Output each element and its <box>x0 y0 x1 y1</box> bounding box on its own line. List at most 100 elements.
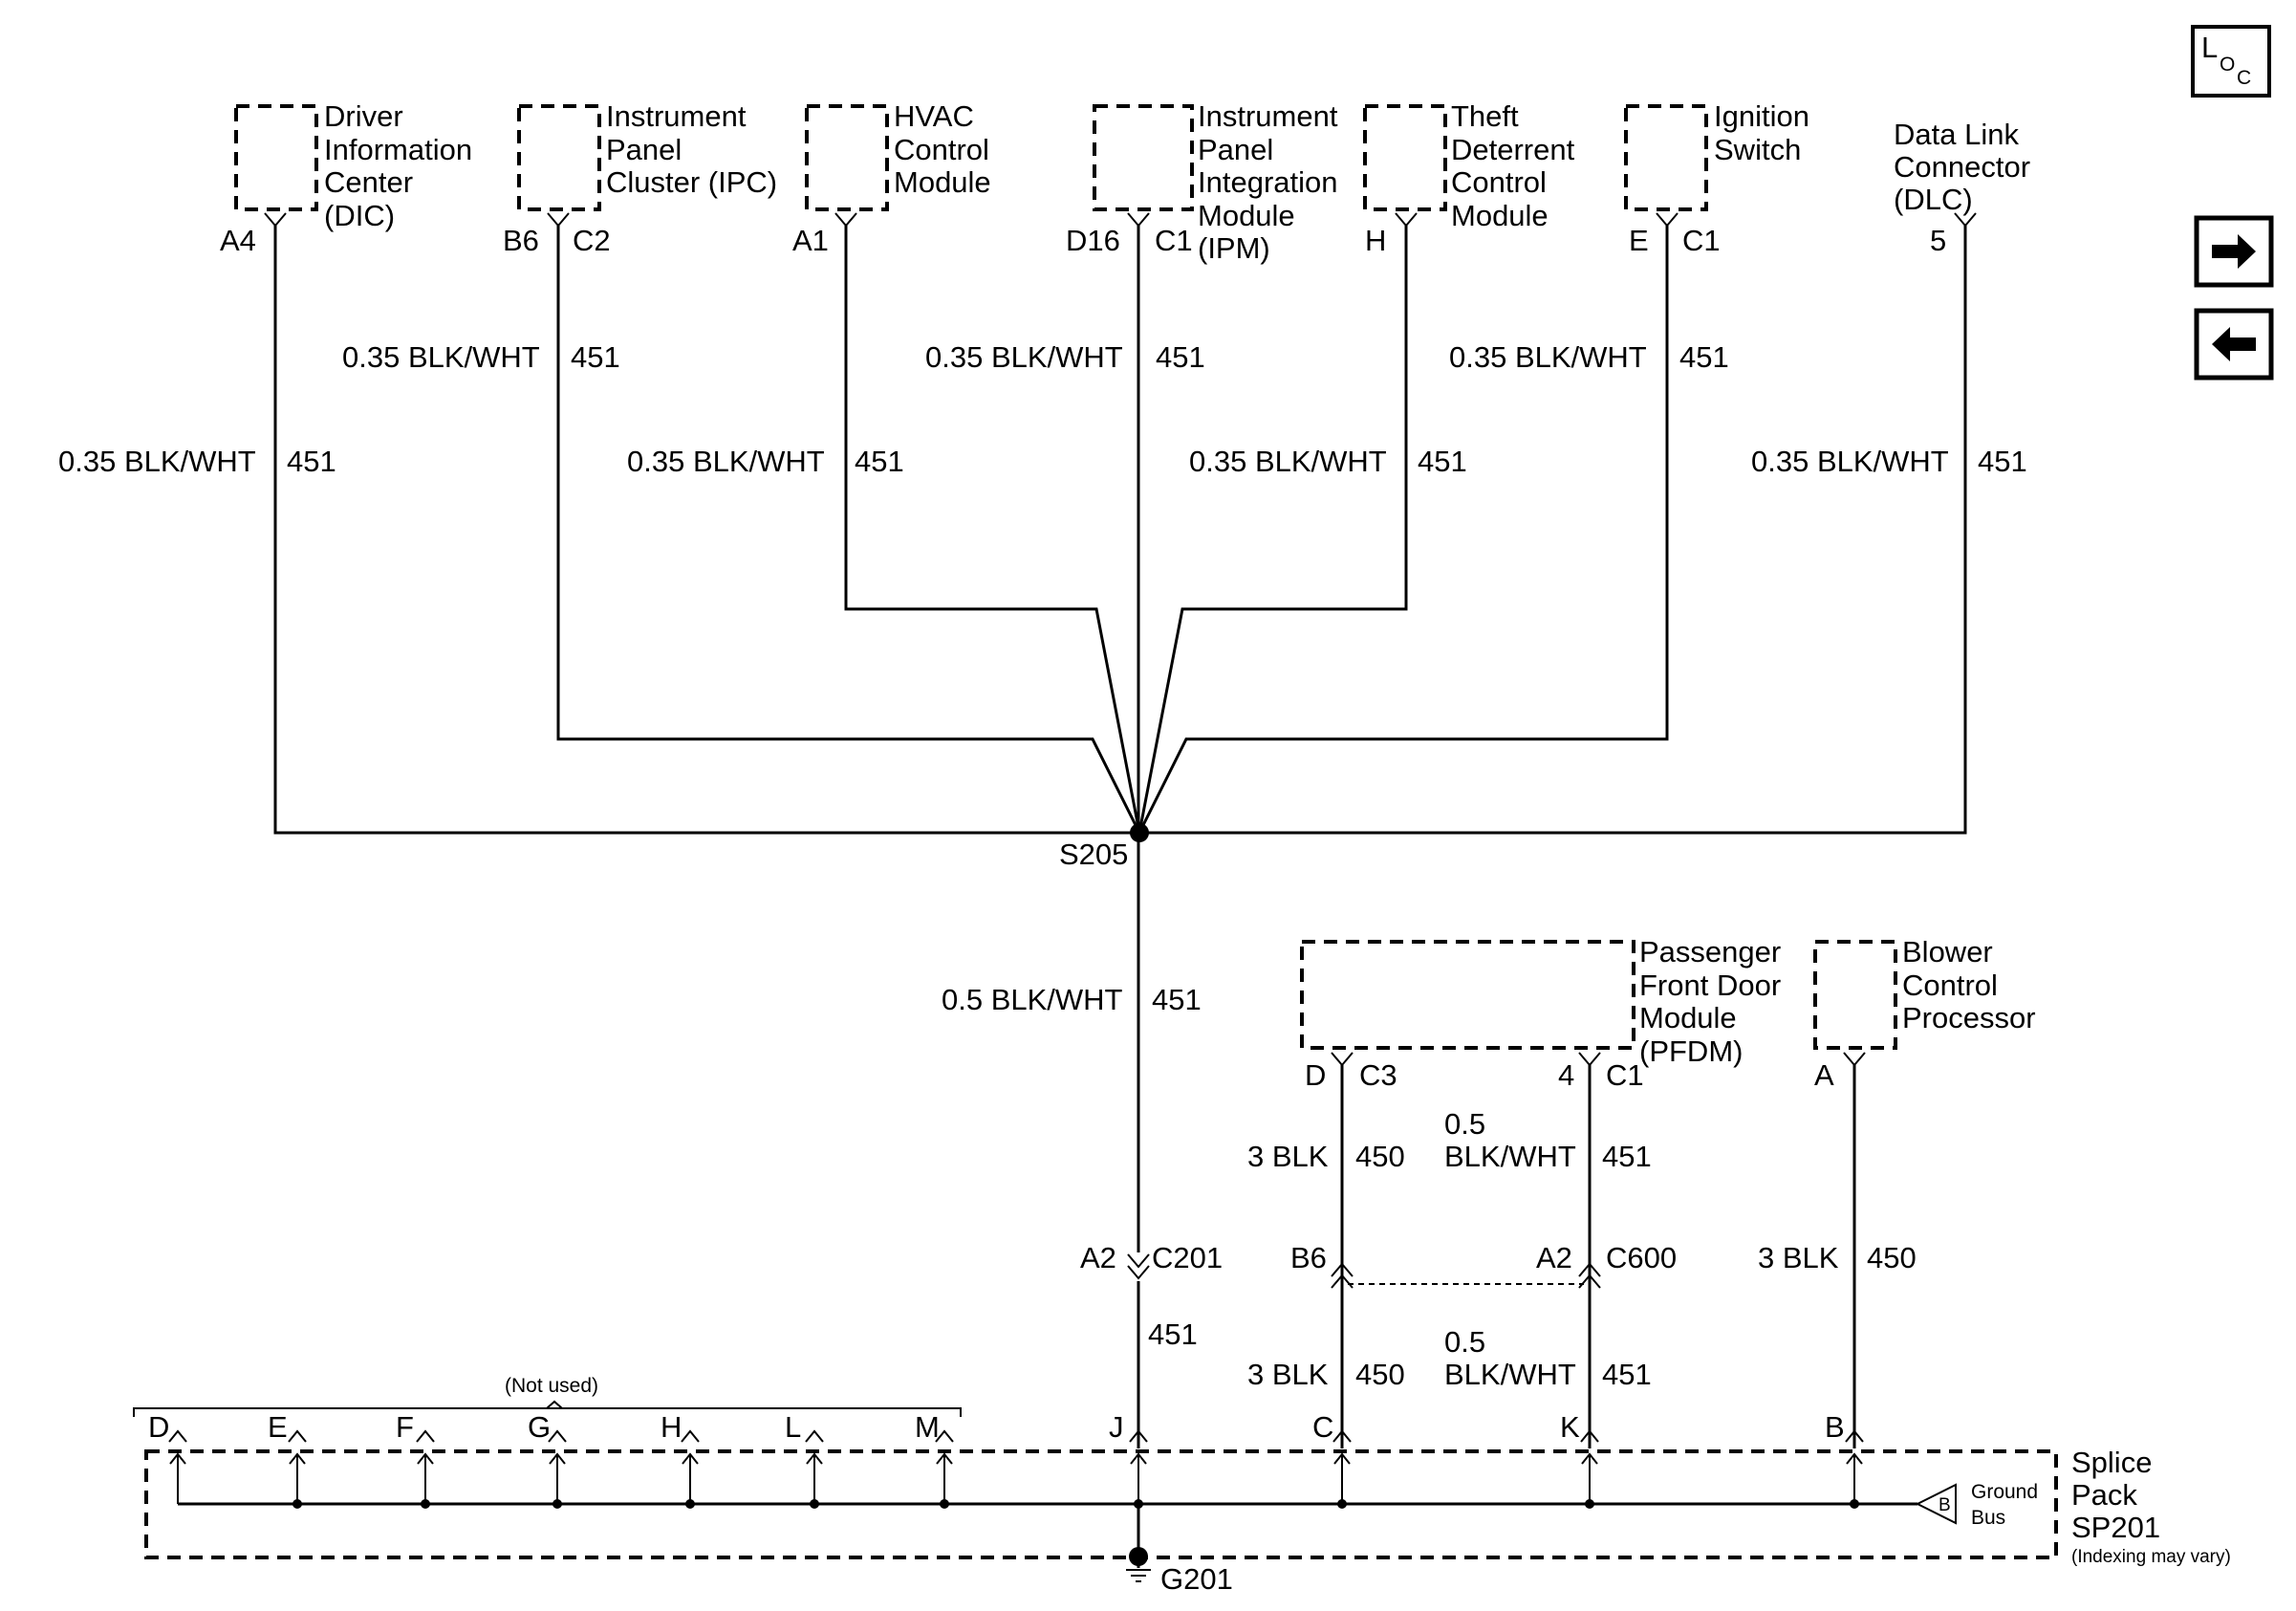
svg-text:Deterrent: Deterrent <box>1451 133 1575 166</box>
sp201-pin-M: M <box>915 1410 954 1509</box>
ignition-pin: E <box>1629 224 1649 257</box>
c201-pin: A2 <box>1080 1241 1116 1274</box>
svg-text:HVAC: HVAC <box>894 99 974 133</box>
sp201-pin-label: H <box>661 1410 682 1444</box>
g201-label: G201 <box>1160 1562 1233 1596</box>
ignition-label: Ignition Switch <box>1714 99 1809 166</box>
sp201-pin-label: J <box>1109 1410 1124 1444</box>
svg-text:Module: Module <box>1198 199 1295 232</box>
hvac-wire-circuit: 451 <box>855 445 904 478</box>
hvac-box <box>805 104 889 211</box>
c600-k-wire-color: BLK/WHT <box>1444 1358 1576 1391</box>
c201-connector-symbol <box>1127 1253 1150 1280</box>
blower-box <box>1813 940 1897 1050</box>
sp201-pin-J: J <box>1109 1410 1148 1509</box>
svg-text:Control: Control <box>894 133 989 166</box>
theft-wire-spec: 0.35 BLK/WHT <box>1189 445 1387 478</box>
lower-wires <box>1137 1065 1856 1448</box>
pfdm-box <box>1300 940 1635 1050</box>
c600-right-pin: A2 <box>1536 1241 1572 1274</box>
pfdm-right-pin: 4 <box>1558 1058 1574 1092</box>
pfdm-4-wire-color: BLK/WHT <box>1444 1140 1576 1173</box>
pfdm-left-connector: C3 <box>1359 1058 1397 1092</box>
splice-pack-note: (Indexing may vary) <box>2071 1547 2231 1567</box>
svg-text:Instrument: Instrument <box>1198 99 1338 133</box>
s205-label: S205 <box>1059 838 1128 871</box>
splice-pack-label: Splice Pack SP201 <box>2071 1446 2160 1544</box>
blower-label: Blower Control Processor <box>1902 935 2036 1034</box>
svg-text:Ignition: Ignition <box>1714 99 1809 133</box>
sp201-box <box>144 1449 2058 1559</box>
ipc-wire-circuit: 451 <box>571 340 620 374</box>
svg-text:Data Link: Data Link <box>1894 118 2019 151</box>
pfdm-d-wire-spec: 3 BLK <box>1247 1140 1329 1173</box>
sp201-pin-E: E <box>268 1410 307 1509</box>
svg-text:Center: Center <box>324 165 413 199</box>
svg-text:Theft: Theft <box>1451 99 1519 133</box>
theft-box <box>1363 104 1447 211</box>
arrow-left-icon <box>2212 327 2256 361</box>
svg-text:Splice: Splice <box>2071 1446 2152 1479</box>
c600-d-wire-circuit: 450 <box>1355 1358 1405 1391</box>
ignition-box <box>1624 104 1708 211</box>
pfdm-4-wire-gauge: 0.5 <box>1444 1107 1485 1141</box>
svg-text:(DLC): (DLC) <box>1894 183 1973 216</box>
theft-label: Theft Deterrent Control Module <box>1451 99 1575 232</box>
loc-button[interactable]: L O C <box>2191 25 2271 98</box>
pfdm-right-connector: C1 <box>1606 1058 1644 1092</box>
c600-left-pin: B6 <box>1290 1241 1327 1274</box>
blower-wire-circuit: 450 <box>1867 1241 1917 1274</box>
blower-pin: A <box>1814 1058 1834 1092</box>
svg-text:Module: Module <box>1639 1001 1737 1034</box>
ipm-label: Instrument Panel Integration Module (IPM… <box>1198 99 1338 265</box>
upper-wires <box>273 226 1967 1252</box>
ground-bus-letter: B <box>1939 1495 1951 1515</box>
sp201-pin-L: L <box>785 1410 824 1509</box>
sp201-pin-K: K <box>1560 1410 1599 1509</box>
c600-k-wire-gauge: 0.5 <box>1444 1325 1485 1359</box>
c201-label: C201 <box>1152 1241 1223 1274</box>
sp201-pin-B: B <box>1825 1410 1864 1509</box>
svg-text:Switch: Switch <box>1714 133 1801 166</box>
c600-d-wire-spec: 3 BLK <box>1247 1358 1329 1391</box>
not-used-label: (Not used) <box>505 1375 598 1397</box>
ipc-pin: B6 <box>503 224 539 257</box>
sp201-pin-label: B <box>1825 1410 1845 1444</box>
ipc-box <box>517 104 601 211</box>
ground-symbol-icon <box>1126 1569 1151 1582</box>
sp201-pin-G: G <box>528 1410 567 1509</box>
next-button[interactable] <box>2194 215 2274 288</box>
svg-text:Panel: Panel <box>1198 133 1273 166</box>
sp201-pin-label: F <box>396 1410 414 1444</box>
dic-wire-spec: 0.35 BLK/WHT <box>58 445 256 478</box>
svg-text:Information: Information <box>324 133 472 166</box>
s205-splice-dot <box>1130 823 1149 842</box>
dic-wire-circuit: 451 <box>287 445 336 478</box>
not-used-bracket-tip <box>546 1400 563 1409</box>
svg-text:Instrument: Instrument <box>606 99 747 133</box>
dlc-wire-circuit: 451 <box>1978 445 2027 478</box>
dlc-label: Data Link Connector (DLC) <box>1894 118 2030 216</box>
ignition-wire-spec: 0.35 BLK/WHT <box>1449 340 1647 374</box>
ignition-connector: C1 <box>1682 224 1721 257</box>
sp201-pin-label: M <box>915 1410 940 1444</box>
pfdm-4-wire-circuit: 451 <box>1602 1140 1652 1173</box>
dic-label: Driver Information Center (DIC) <box>324 99 472 232</box>
ipm-box <box>1093 104 1194 211</box>
s205-down-wire-circuit: 451 <box>1152 983 1202 1016</box>
svg-text:Module: Module <box>894 165 991 199</box>
ground-bus-arrow <box>1915 1483 1957 1525</box>
sp201-pin-C: C <box>1312 1410 1352 1509</box>
svg-text:Control: Control <box>1451 165 1547 199</box>
svg-text:Module: Module <box>1451 199 1549 232</box>
back-button[interactable] <box>2194 308 2274 381</box>
sp201-pin-label: L <box>785 1410 801 1444</box>
sp201-pin-label: K <box>1560 1410 1580 1444</box>
hvac-pin: A1 <box>792 224 829 257</box>
svg-text:O: O <box>2220 54 2235 76</box>
dlc-wire-spec: 0.35 BLK/WHT <box>1751 445 1949 478</box>
dic-pin: A4 <box>220 224 256 257</box>
svg-text:L: L <box>2201 31 2218 64</box>
ipm-pin: D16 <box>1066 224 1120 257</box>
